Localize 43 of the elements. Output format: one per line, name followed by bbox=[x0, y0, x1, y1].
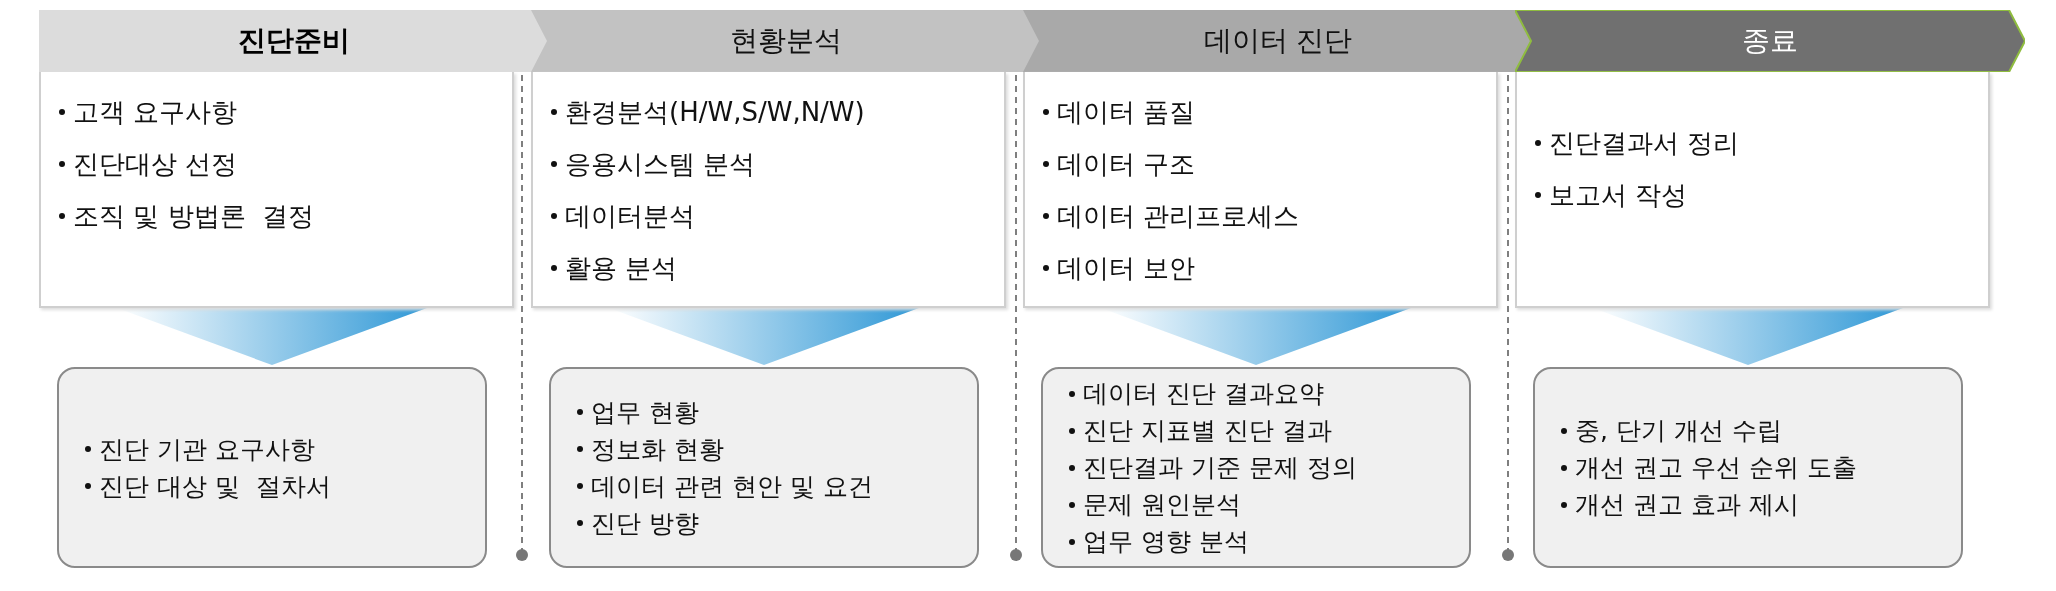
task-panel bbox=[1023, 72, 1498, 308]
bullet-text: 데이터 관리프로세스 bbox=[1057, 200, 1300, 233]
bullet-text: 조직 및 방법론 결정 bbox=[73, 200, 315, 233]
bullet-text: 진단 기관 요구사항 bbox=[99, 433, 315, 466]
bullet-text: 데이터 관련 현안 및 요건 bbox=[591, 470, 873, 503]
bullet-text: 고객 요구사항 bbox=[73, 96, 238, 129]
chevron-header bbox=[1515, 10, 2025, 72]
chevron-header bbox=[1023, 10, 1533, 72]
bullet-text: 보고서 작성 bbox=[1549, 179, 1688, 212]
bullet-text: 데이터 보안 bbox=[1057, 252, 1196, 285]
chevron-header bbox=[531, 10, 1041, 72]
bullet-text: 진단대상 선정 bbox=[73, 148, 238, 181]
bullet-text: 환경분석(H/W,S/W,N/W) bbox=[565, 96, 865, 129]
bullet-text: 문제 원인분석 bbox=[1083, 489, 1241, 521]
deliverable-box bbox=[1041, 367, 1471, 568]
phase-title: 종료 bbox=[1742, 23, 1798, 59]
bullet-text: 데이터분석 bbox=[565, 200, 695, 233]
bullet-text: 활용 분석 bbox=[565, 252, 678, 285]
deliverable-box bbox=[57, 367, 487, 568]
bullet-text: 정보화 현황 bbox=[591, 433, 724, 466]
bullet-text: 진단 방향 bbox=[591, 507, 699, 540]
bullet-text: 데이터 품질 bbox=[1057, 96, 1196, 129]
bullet-text: 진단 대상 및 절차서 bbox=[99, 470, 331, 503]
bullet-text: 진단 지표별 진단 결과 bbox=[1083, 415, 1332, 447]
bullet-text: 데이터 진단 결과요약 bbox=[1083, 378, 1324, 410]
deliverable-box bbox=[549, 367, 979, 568]
bullet-text: 진단결과 기준 문제 정의 bbox=[1083, 452, 1357, 484]
bullet-text: 중, 단기 개선 수립 bbox=[1575, 415, 1782, 447]
bullet-text: 데이터 구조 bbox=[1057, 148, 1196, 181]
bullet-text: 진단결과서 정리 bbox=[1549, 127, 1740, 160]
bullet-text: 응용시스템 분석 bbox=[565, 148, 756, 181]
bullet-text: 업무 현황 bbox=[591, 396, 699, 429]
phase-title: 현황분석 bbox=[730, 23, 842, 59]
task-panel bbox=[39, 72, 514, 308]
phase-title: 진단준비 bbox=[238, 23, 350, 59]
task-panel bbox=[1515, 72, 1990, 308]
bullet-text: 개선 권고 효과 제시 bbox=[1575, 489, 1799, 521]
bullet-text: 개선 권고 우선 순위 도출 bbox=[1575, 452, 1857, 484]
deliverable-box bbox=[1533, 367, 1963, 568]
phase-title: 데이터 진단 bbox=[1203, 23, 1353, 59]
task-panel bbox=[531, 72, 1006, 308]
bullet-text: 업무 영향 분석 bbox=[1083, 526, 1249, 558]
chevron-header bbox=[39, 10, 549, 72]
